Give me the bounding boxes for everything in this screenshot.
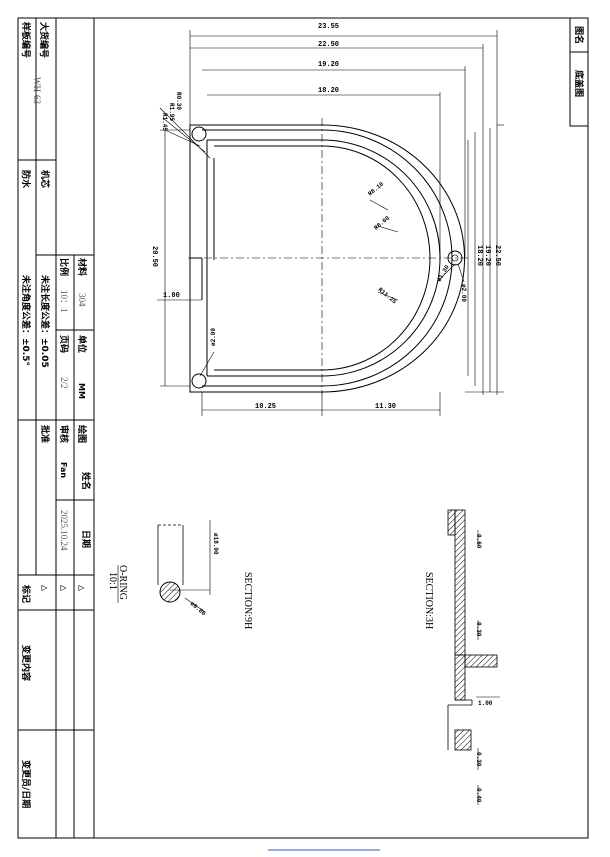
triangle-1: △ (75, 585, 86, 591)
changer-date-label: 变更员/日期 (20, 760, 32, 808)
name-label: 姓名 (80, 471, 92, 490)
dim-r145: R1.45 (161, 113, 168, 131)
page-label: 页码 (58, 335, 69, 353)
oring-title: O-RING (117, 565, 128, 600)
title-box-label: 图名 (573, 26, 585, 44)
date-label: 日期 (80, 530, 92, 548)
section-s030b: 0.30 (475, 752, 482, 767)
section-s040: 0.40 (475, 788, 482, 803)
oring-section-title: SECTION:9H (242, 572, 253, 629)
dim-v1920: 19.20 (483, 245, 491, 266)
title-block (17, 17, 95, 839)
scale-label: 比例 (58, 258, 70, 276)
waterproof-label: 防水 (20, 170, 32, 189)
sample-no-value: WH-63 (32, 77, 42, 104)
unit-label: 单位 (76, 335, 88, 353)
material-label: 材料 (76, 257, 88, 276)
dimension-lines (157, 30, 504, 416)
review-label: 审核 (58, 425, 70, 443)
hole-bottom (191, 373, 207, 389)
dim-r195: R1.95 (168, 103, 175, 121)
dim-d4: 18.20 (318, 87, 339, 95)
oring-scale: 10:1 (107, 572, 118, 590)
section-s030a: 0.30 (475, 622, 482, 637)
title-box: 图名 底盖图 (569, 17, 589, 127)
dim-r030: R0.30 (175, 92, 182, 110)
page-value: 2/2 (59, 377, 69, 389)
dim-w1130: 11.30 (375, 403, 396, 411)
tolerance-length: 未注长度公差：±0.05 (39, 274, 51, 368)
oring-section-circle (159, 581, 181, 603)
movement-label: 机芯 (39, 170, 51, 188)
approve-label: 批准 (39, 425, 51, 443)
title-box-value: 底盖图 (573, 70, 585, 97)
dim-d2: 22.50 (318, 41, 339, 49)
dim-h100: 1.00 (163, 292, 180, 300)
dim-phi200b: ø2.00 (210, 328, 217, 346)
triangle-3: △ (38, 585, 49, 591)
big-goods-no-label: 大货编号 (38, 22, 50, 58)
section-s100: 1.00 (478, 700, 493, 707)
draw-label: 绘图 (76, 425, 88, 443)
dim-v1820: 18.20 (475, 245, 483, 266)
section-detail (447, 509, 500, 805)
section-s060: 0.60 (475, 534, 482, 549)
oring-phi1800: ø18.00 (212, 533, 219, 555)
dim-w1025: 10.25 (255, 403, 276, 411)
hole-top (191, 126, 207, 142)
unit-value: MM (77, 383, 86, 399)
dim-phi200a: ø2.00 (460, 284, 467, 302)
material-value: 304 (77, 293, 87, 307)
change-content-label: 变更内容 (20, 645, 32, 681)
tolerance-angle: 未注角度公差：±0.5° (20, 274, 32, 366)
scale-value: 10：1 (59, 290, 69, 313)
sample-no-label: 样板编号 (20, 22, 32, 58)
draw-name: Fan (59, 462, 68, 478)
mark-label: 标记 (20, 584, 32, 603)
section-title: SECTION:3H (423, 572, 434, 629)
draw-date: 2025.10.24 (59, 510, 69, 551)
hole-right (447, 250, 463, 266)
dim-d1: 23.55 (318, 23, 339, 31)
dim-v2250: 22.50 (493, 245, 501, 266)
triangle-2: △ (57, 585, 68, 591)
dim-h2050: 20.50 (150, 246, 158, 267)
dim-d3: 19.20 (318, 61, 339, 69)
